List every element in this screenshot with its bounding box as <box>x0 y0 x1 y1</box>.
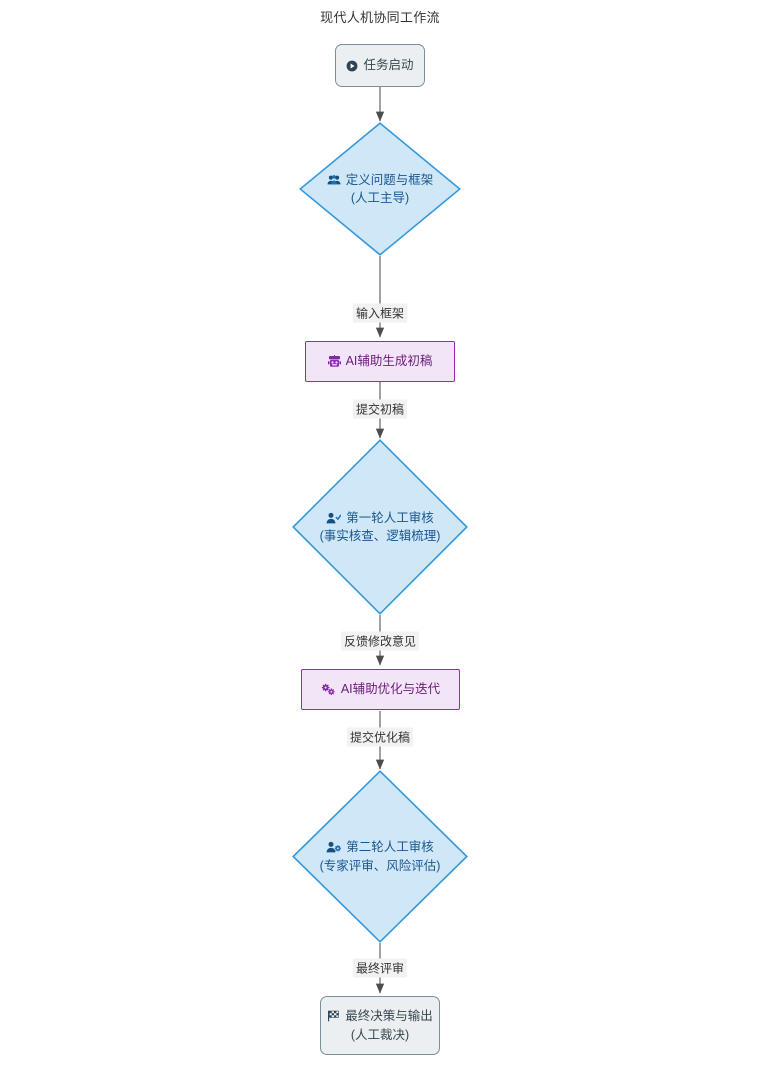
node-task-start[interactable]: 任务启动 <box>335 44 425 87</box>
node-label: 最终决策与输出 <box>345 1009 433 1024</box>
play-circle-icon <box>346 60 358 72</box>
node-ai-draft[interactable]: AI辅助生成初稿 <box>305 341 455 382</box>
diamond-shape <box>299 122 461 256</box>
node-ai-refine[interactable]: AI辅助优化与迭代 <box>301 669 460 710</box>
node-label: AI辅助生成初稿 <box>345 354 433 369</box>
robot-icon <box>327 355 341 368</box>
node-sublabel: (人工主导) <box>350 191 410 205</box>
node-final-decision[interactable]: 最终决策与输出 (人工裁决) <box>320 996 440 1055</box>
edge-label-submit-draft: 提交初稿 <box>352 399 408 419</box>
diamond-shape <box>292 439 468 615</box>
node-define-problem[interactable]: 定义问题与框架 (人工主导) <box>299 122 461 256</box>
node-sublabel: (事实核查、逻辑梳理) <box>319 529 441 543</box>
cogs-icon <box>321 683 336 696</box>
edge-label-submit-refined: 提交优化稿 <box>346 727 414 747</box>
node-human-review-round-1[interactable]: 第一轮人工审核 (事实核查、逻辑梳理) <box>292 439 468 615</box>
user-check-icon <box>326 512 342 524</box>
node-label: 定义问题与框架 <box>345 172 434 187</box>
page-title: 现代人机协同工作流 <box>320 10 440 25</box>
edge-label-input-framework: 输入框架 <box>352 303 408 323</box>
node-label: 第二轮人工审核 <box>346 840 434 855</box>
user-gear-icon <box>326 841 342 853</box>
users-icon <box>327 174 341 186</box>
node-label: AI辅助优化与迭代 <box>340 682 441 697</box>
node-human-review-round-2[interactable]: 第二轮人工审核 (专家评审、风险评估) <box>292 770 468 943</box>
edge-label-feedback: 反馈修改意见 <box>340 631 420 651</box>
flag-checkered-icon <box>327 1010 340 1022</box>
edge-label-final-review: 最终评审 <box>352 958 408 978</box>
node-sublabel: (专家评审、风险评估) <box>319 858 441 873</box>
diamond-shape <box>292 770 468 943</box>
node-label: 第一轮人工审核 <box>346 510 434 525</box>
node-sublabel: (人工裁决) <box>350 1027 410 1042</box>
node-label: 任务启动 <box>363 58 414 73</box>
